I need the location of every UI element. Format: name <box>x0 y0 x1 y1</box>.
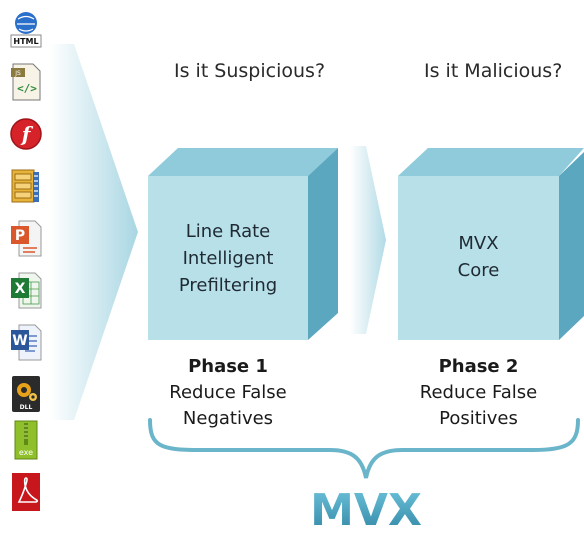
cube-1-front <box>148 176 308 340</box>
mvx-title: MVX <box>310 485 422 536</box>
phase-2-caption: Phase 2 Reduce False Positives <box>398 354 559 432</box>
cube-1-label-line-1: Line Rate <box>185 221 271 242</box>
flow-arrow-1 <box>50 44 138 420</box>
exe-file-icon: exe <box>9 420 43 460</box>
phase-1-title: Phase 1 <box>188 356 268 377</box>
phase-1-line-2: Negatives <box>182 408 274 429</box>
cube-2-top <box>398 148 584 176</box>
archive-file-icon <box>9 166 43 206</box>
cube-2-label-line-1: MVX <box>458 233 499 254</box>
phase-2-title: Phase 2 <box>438 356 519 377</box>
phase-2-question: Is it Malicious? <box>424 60 563 82</box>
phase-2-line-1: Reduce False <box>419 382 538 403</box>
cube-2-label-line-2: Core <box>457 260 500 281</box>
cube-1-top <box>148 148 338 176</box>
cube-2-label: MVX Core <box>398 230 559 284</box>
flash-file-icon: f <box>9 114 43 154</box>
cube-1-label: Line Rate Intelligent Prefiltering <box>148 218 308 299</box>
cube-2-side <box>559 152 584 340</box>
phase-1-caption: Phase 1 Reduce False Negatives <box>148 354 308 432</box>
svg-text:P: P <box>15 228 25 244</box>
phase-1-line-1: Reduce False <box>169 382 287 403</box>
excel-file-icon: X <box>9 270 43 310</box>
cube-2-front <box>398 176 559 340</box>
js-file-icon: JS </> <box>9 62 43 102</box>
svg-text:X: X <box>15 281 26 297</box>
svg-text:exe: exe <box>19 448 33 457</box>
svg-text:HTML: HTML <box>13 37 38 46</box>
flow-arrow-2 <box>350 146 386 334</box>
curly-brace <box>148 418 580 479</box>
cube-1 <box>148 148 338 340</box>
pdf-file-icon <box>9 472 43 512</box>
cube-1-label-line-3: Prefiltering <box>178 275 278 296</box>
word-file-icon: W <box>9 322 43 362</box>
phase-1-question: Is it Suspicious? <box>174 60 326 82</box>
svg-text:JS: JS <box>14 70 21 77</box>
svg-text:</>: </> <box>17 82 37 95</box>
html-file-icon: HTML <box>9 10 43 50</box>
svg-text:W: W <box>12 333 27 349</box>
dll-file-icon: DLL <box>9 374 43 414</box>
cube-1-side <box>308 148 338 340</box>
cube-2 <box>398 148 584 340</box>
svg-text:f: f <box>20 122 34 146</box>
powerpoint-file-icon: P <box>9 218 43 258</box>
svg-text:DLL: DLL <box>20 404 33 411</box>
phase-2-line-2: Positives <box>439 408 518 429</box>
cube-1-label-line-2: Intelligent <box>182 248 274 269</box>
